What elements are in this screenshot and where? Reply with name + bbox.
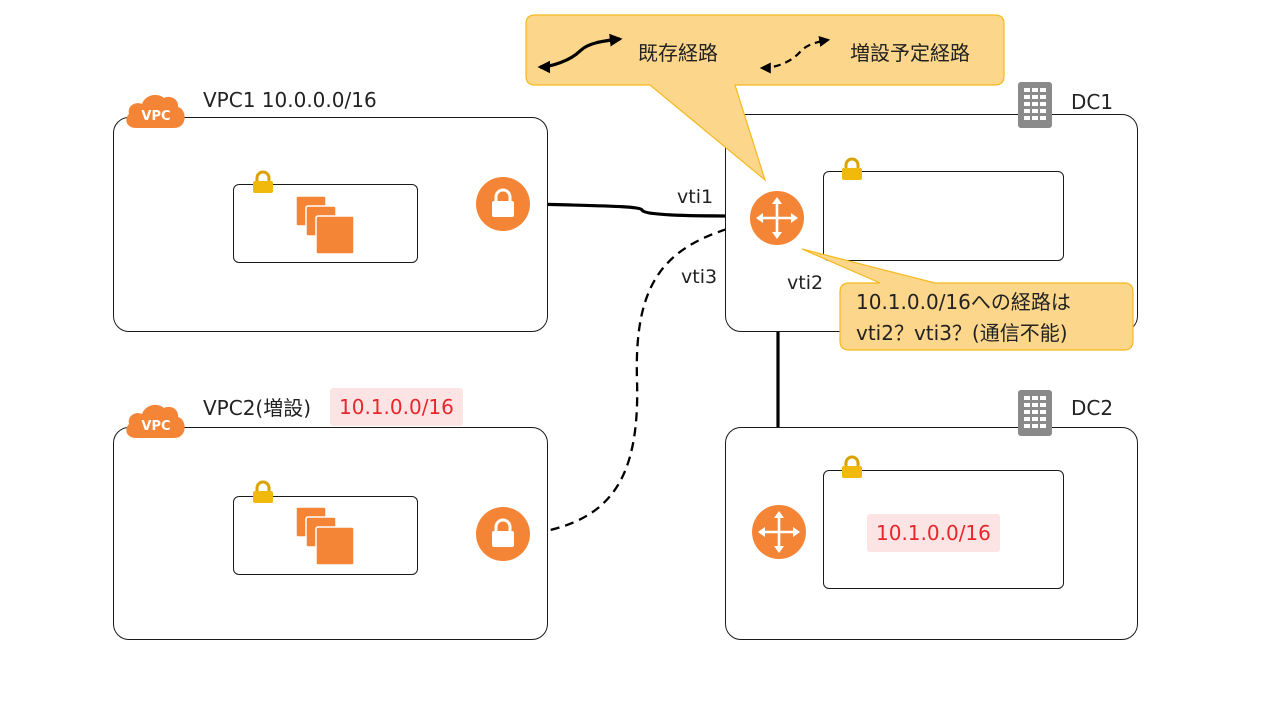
dc2-title: DC2	[1071, 396, 1114, 420]
vpn-gateway-icon	[476, 507, 530, 561]
vti1-link	[533, 197, 749, 223]
existing-route-legend-label: 既存経路	[638, 41, 718, 65]
route-question-line1: 10.1.0.0/16への経路は	[856, 290, 1071, 314]
vti3-label: vti3	[681, 266, 718, 288]
padlock-icon	[842, 455, 862, 478]
padlock-icon	[842, 157, 862, 180]
route-question-line2: vti2？vti3？(通信不能)	[856, 321, 1068, 345]
vpn-gateway-icon	[476, 177, 530, 231]
padlock-icon	[253, 170, 273, 193]
router-icon	[750, 191, 804, 245]
router-icon	[752, 505, 806, 559]
vpc-cloud-icon: VPC	[126, 404, 185, 438]
ec2-instances-icon	[295, 195, 355, 255]
vpc2-cidr-badge: 10.1.0.0/16	[330, 388, 463, 426]
dc1-title: DC1	[1071, 90, 1114, 114]
svg-text:VPC: VPC	[141, 109, 170, 124]
vpc1-title: VPC1 10.0.0.0/16	[203, 88, 377, 112]
server-rack-icon	[1018, 82, 1052, 128]
vpc-cloud-icon: VPC	[126, 94, 185, 128]
server-rack-icon	[1018, 390, 1052, 436]
vti2-label: vti2	[787, 272, 824, 294]
planned-route-legend-label: 増設予定経路	[850, 41, 970, 65]
ec2-instances-icon	[295, 506, 355, 566]
vpc2-title: VPC2(増設)	[203, 396, 312, 420]
dc2-cidr-badge: 10.1.0.0/16	[867, 514, 1000, 552]
existing-route-legend-arrow	[537, 33, 623, 74]
svg-text:VPC: VPC	[141, 419, 170, 434]
padlock-icon	[253, 480, 273, 503]
vti3-link	[533, 220, 747, 538]
vti1-label: vti1	[677, 186, 714, 208]
planned-route-legend-arrow	[759, 36, 831, 74]
dc1-subnet	[823, 171, 1064, 261]
